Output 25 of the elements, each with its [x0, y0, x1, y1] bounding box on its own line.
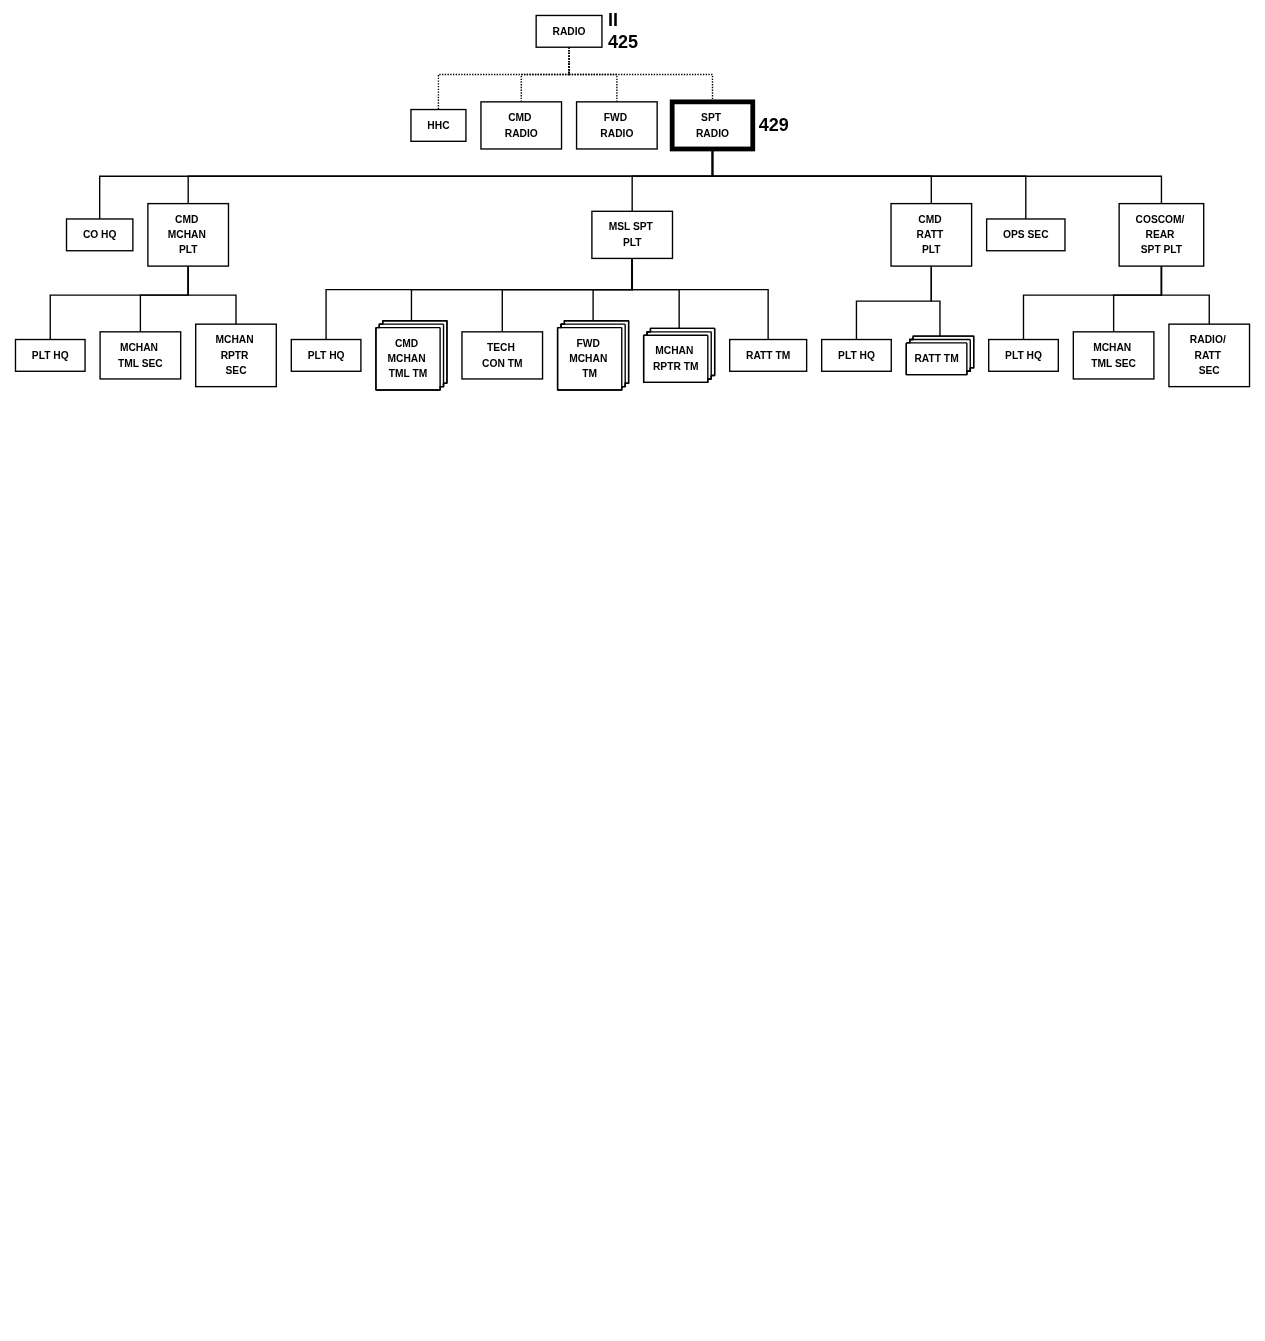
node-box: COSCOM/ REAR SPT PLT — [1118, 202, 1205, 267]
node-box: MSL SPT PLT — [591, 210, 674, 260]
node-box: CMD RADIO — [480, 101, 563, 150]
node-box: MCHAN TML SEC — [1072, 331, 1155, 380]
node-box: FWD RADIO — [575, 101, 658, 150]
node-box: RADIO — [535, 14, 603, 48]
node-box: CO HQ — [65, 218, 134, 252]
node-box: CMD MCHAN PLT — [147, 202, 230, 267]
node-box: OPS SEC — [985, 218, 1066, 252]
node-box: CMD RATT PLT — [890, 202, 973, 267]
node-box: MCHAN TML SEC — [99, 331, 182, 380]
connector — [187, 265, 237, 325]
node-box: TECH CON TM — [461, 331, 544, 380]
node-box: SPT RADIO — [669, 99, 756, 152]
node-box: MCHAN RPTR SEC — [195, 323, 277, 388]
node-box: PLT HQ — [14, 338, 86, 372]
connector — [930, 265, 941, 337]
node-box: PLT HQ — [290, 338, 362, 372]
node-box: HHC — [410, 108, 467, 142]
node-box: RADIO/ RATT SEC — [1168, 323, 1251, 388]
node-box: PLT HQ — [988, 338, 1059, 372]
connector — [1160, 265, 1210, 325]
connector — [631, 257, 769, 341]
node-box: RATT TM — [729, 338, 808, 372]
node-box: PLT HQ — [821, 338, 892, 372]
